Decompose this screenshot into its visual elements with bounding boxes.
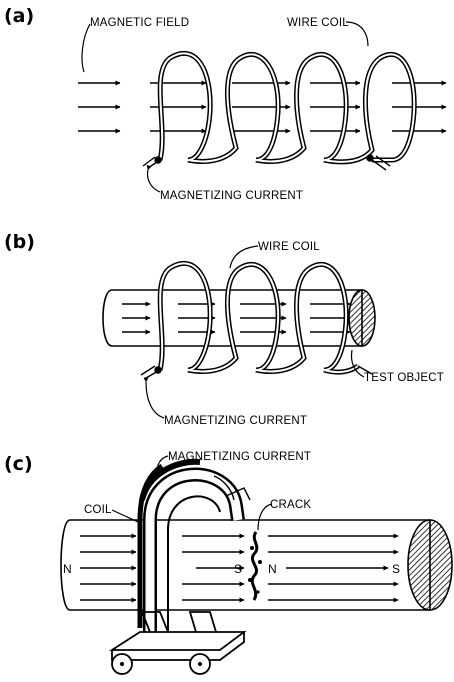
label-test-object: TEST OBJECT <box>364 372 444 384</box>
label-wire-coil-b: WIRE COIL <box>258 241 320 253</box>
label-coil: COIL <box>84 504 112 516</box>
cart-base <box>108 611 247 675</box>
pole-n-left: N <box>63 562 72 576</box>
leader-magnetizing-current-c <box>156 455 169 473</box>
panel-letter-a: (a) <box>4 5 34 27</box>
leader-coil <box>111 509 139 523</box>
panel-letter-b: (b) <box>4 231 35 253</box>
pole-s-crack: S <box>234 562 242 576</box>
leader-wire-coil-b <box>229 245 259 269</box>
label-wire-coil-a: WIRE COIL <box>287 17 349 29</box>
label-magnetizing-current-a: MAGNETIZING CURRENT <box>160 190 303 202</box>
field-lines-c <box>80 533 399 603</box>
coil-yoke <box>137 458 251 640</box>
label-magnetic-field: MAGNETIC FIELD <box>90 17 189 29</box>
crack-mark <box>248 531 262 601</box>
leader-test-object <box>350 349 365 378</box>
leader-crack <box>257 503 273 531</box>
panel-a: (a) <box>4 5 447 202</box>
leader-magnetic-field <box>81 23 91 73</box>
label-magnetizing-current-b: MAGNETIZING CURRENT <box>164 415 307 427</box>
panel-c: (c) <box>4 451 453 675</box>
panel-b: (b) <box>4 231 444 427</box>
leader-magnetizing-current-a <box>146 165 161 193</box>
leader-magnetizing-current-b <box>143 377 165 419</box>
magnetic-field-lines <box>78 80 447 134</box>
label-crack: CRACK <box>270 499 311 511</box>
pole-n-crack: N <box>268 562 277 576</box>
panel-letter-c: (c) <box>4 453 33 475</box>
label-magnetizing-current-c: MAGNETIZING CURRENT <box>168 451 311 463</box>
pole-s-right: S <box>392 562 400 576</box>
leader-wire-coil-a <box>345 21 369 47</box>
